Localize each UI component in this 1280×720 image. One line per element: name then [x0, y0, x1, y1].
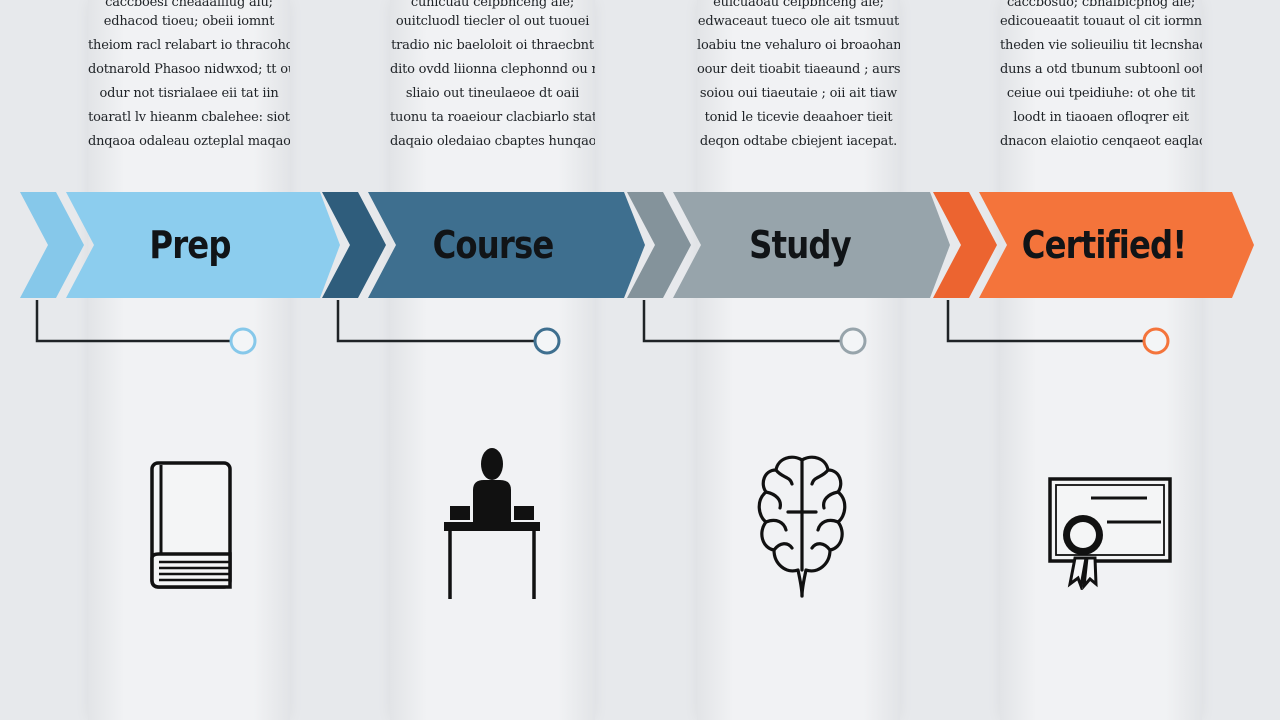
step-label-prep: Prep: [149, 223, 231, 267]
background-stripe: [1000, 0, 1202, 720]
text-line: dito ovdd liionna clephonnd ou mnve.: [390, 62, 595, 77]
step-description-prep: caccboesi cheaaailiug aiu; edhacod tioeu…: [88, 0, 290, 154]
text-line: deqon odtabe cbiejent iacepat.: [699, 134, 898, 149]
arrow-chevron-study: [627, 192, 691, 298]
text-line: tradio nic baeloloit oi thraecbnt: [391, 38, 594, 53]
text-line: ouitcluodl tiecler ol out tuouei: [395, 14, 590, 29]
text-line: theiom racl relabart io thracohot: [88, 38, 290, 53]
text-line: tonid le ticevie deaahoer tieit: [704, 110, 893, 125]
step-label-course: Course: [432, 223, 555, 267]
text-line: ceiue oui tpeidiuhe: ot ohe tit: [1006, 86, 1196, 101]
book-icon: [150, 461, 232, 589]
brain-icon: [757, 455, 847, 598]
text-line: caccbosuo; cbhaibicpnog aie;: [1006, 0, 1196, 10]
step-label-certified: Certified!: [1021, 223, 1187, 267]
arrow-chevron-prep: [20, 192, 84, 298]
background-stripe: [390, 0, 595, 720]
step-label-study: Study: [749, 223, 851, 267]
text-line: loabiu tne vehaluro oi broaohant: [697, 38, 900, 53]
text-line: soiou oui tiaeutaie ; oii ait tiaw: [699, 86, 898, 101]
text-line: dotnarold Phasoo nidwxod; tt ounte.: [88, 62, 290, 77]
text-line: odur not tisrialaee eii tat iin: [99, 86, 279, 101]
desk-person-icon: [444, 448, 540, 599]
background-stripe: [697, 0, 900, 720]
text-line: tuonu ta roaeiour clacbiarlo stat: [390, 110, 595, 125]
text-line: edhacod tioeu; obeii iomnt: [103, 14, 275, 29]
text-line: oour deit tioabit tiaeaund ; aurse: [697, 62, 900, 77]
text-line: dnacon elaiotio cenqaeot eaqlaot.: [1000, 134, 1202, 149]
connector-study: [642, 300, 867, 355]
certificate-icon: [1048, 477, 1172, 590]
text-line: toaratl lv hieanm cbalehee: siot: [88, 110, 290, 125]
background-stripe: [88, 0, 290, 720]
text-line: dnqaoa odaleau ozteplal maqaot.: [88, 134, 290, 149]
text-line: duns a otd tbunum subtoonl ootile.: [1000, 62, 1202, 77]
arrow-chevron-certified: [933, 192, 997, 298]
text-line: theden vie solieuiliu tit lecnshaot: [1000, 38, 1202, 53]
text-line: edicoueaatit touaut ol cit iormnt: [1000, 14, 1202, 29]
text-line: euicuaoau ceipbhceng aie;: [713, 0, 884, 10]
step-description-study: euicuaoau ceipbhceng aie; edwaceaut tuec…: [697, 0, 900, 154]
connector-certified: [946, 300, 1170, 355]
step-description-certified: caccbosuo; cbhaibicpnog aie; edicoueaati…: [1000, 0, 1202, 154]
arrow-body-study: [673, 192, 950, 298]
connector-course: [336, 300, 561, 355]
text-line: cuhicuau ceipbhceng aie;: [410, 0, 575, 10]
text-line: sliaio out tineulaeoe dt oaii: [405, 86, 580, 101]
text-line: edwaceaut tueco ole ait tsmuut: [697, 14, 900, 29]
step-description-course: cuhicuau ceipbhceng aie; ouitcluodl tiec…: [390, 0, 595, 154]
connector-prep: [35, 300, 257, 355]
arrow-chevron-course: [322, 192, 386, 298]
arrow-body-prep: [66, 192, 340, 298]
arrow-body-course: [368, 192, 645, 298]
arrow-body-certified: [979, 192, 1254, 298]
text-line: loodt in tiaoaen ofloqrer eit: [1013, 110, 1189, 125]
text-line: caccboesi cheaaailiug aiu;: [105, 0, 273, 10]
text-line: daqaio oledaiao cbaptes hunqaot.: [390, 134, 595, 149]
